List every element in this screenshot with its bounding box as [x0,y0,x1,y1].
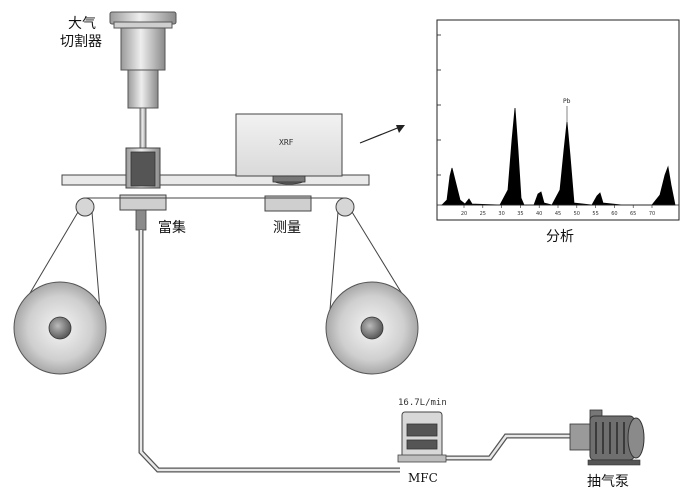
flow-reading: 16.7L/min [398,398,447,408]
air-tube [138,230,572,473]
supply-reel [13,281,107,375]
spectrum-y-ticks [437,34,441,176]
takeup-reel [325,281,419,375]
spectrum-x-tick-label: 25 [480,211,486,217]
mfc-label: MFC [408,471,438,485]
pump-label: 抽气泵 [587,474,629,490]
atmospheric-cutter [109,11,177,149]
spectrum-x-tick-label: 20 [461,211,467,217]
tape-guide-roller-left [75,197,95,217]
spectrum-x-tick-label: 35 [517,211,523,217]
spectrum-x-tick-label: 60 [611,211,617,217]
analysis-label: 分析 [546,229,574,245]
cutter-label-line1: 大气 [68,16,96,32]
spectrum-x-tick-label: 30 [498,211,504,217]
spectrum-x-tick-marks [463,205,653,208]
spectrum-x-tick-label: 50 [574,211,580,217]
xrf-analyzer [235,113,343,185]
tape-guide-roller-right [335,197,355,217]
spectrum-x-tick-label: 40 [536,211,542,217]
xrf-label: XRF [279,138,294,147]
spectrum-x-tick-label: 65 [630,211,636,217]
spectrum-panel: 20 25 30 35 40 45 50 55 60 65 70 [436,19,680,221]
spectrum-x-tick-label: 45 [555,211,561,217]
spectrum-x-tick-label: 70 [649,211,655,217]
mass-flow-controller [397,411,447,463]
spectrum-x-tick-labels: 20 25 30 35 40 45 50 55 60 65 70 [461,211,655,217]
vacuum-pump [569,409,645,466]
spectrum-x-tick-label: 55 [592,211,598,217]
cutter-label-line2: 切割器 [60,34,102,50]
arrow-to-spectrum [359,125,405,144]
peak-marker-label: Pb [563,98,571,105]
enrich-label: 富集 [158,220,186,236]
measure-label: 测量 [273,220,301,236]
enrichment-head [119,147,167,231]
platform-bar [61,174,370,186]
measure-block [264,195,312,212]
